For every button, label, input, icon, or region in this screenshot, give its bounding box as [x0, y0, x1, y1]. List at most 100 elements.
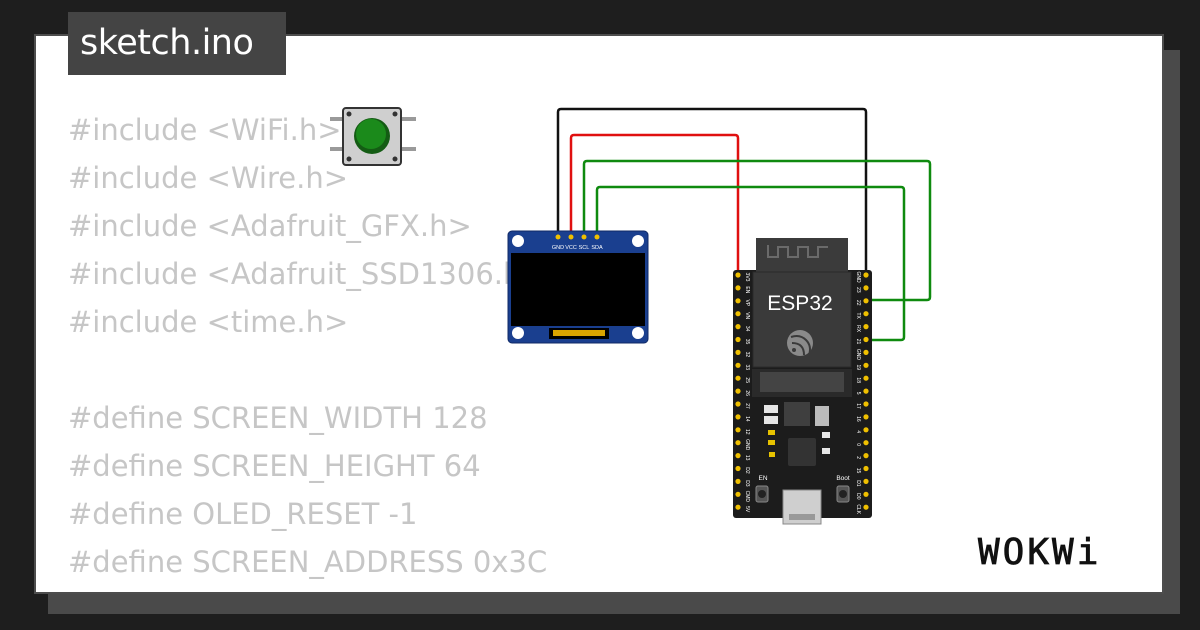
esp32-pin-right[interactable] — [863, 311, 869, 317]
code-line: #define SCREEN_ADDRESS 0x3C — [68, 545, 548, 579]
wokwi-logo-text: WOKWi — [978, 532, 1101, 573]
esp32-pin-left[interactable] — [735, 298, 741, 304]
esp32-pin-left[interactable] — [735, 427, 741, 433]
esp32-pin-label-right: CLK — [855, 504, 861, 514]
esp32-pin-label-left: 33 — [744, 365, 750, 371]
esp32-pin-right[interactable] — [863, 388, 869, 394]
code-line: #include <Wire.h> — [68, 161, 349, 195]
esp32-pin-label-right: 23 — [855, 287, 861, 293]
esp32-pin-right[interactable] — [863, 504, 869, 510]
esp32-pin-left[interactable] — [735, 272, 741, 278]
esp32-pin-right[interactable] — [863, 465, 869, 472]
esp32-pin-right[interactable] — [863, 298, 869, 304]
esp32-pin-left[interactable] — [735, 478, 741, 484]
esp32-pin-left[interactable] — [735, 401, 741, 407]
esp32-pin-label-left: 27 — [744, 403, 750, 409]
oled-screen — [511, 253, 645, 326]
esp32-pin-label-left: 3V3 — [744, 273, 750, 282]
code-line: #include <Adafruit_SSD1306.h> — [68, 257, 546, 291]
esp32-pin-label-left: 25 — [744, 377, 750, 383]
esp32-pin-left[interactable] — [735, 375, 741, 381]
oled-pin-gnd: GND — [552, 245, 564, 251]
esp32-pin-label-left: 14 — [744, 416, 750, 422]
espressif-logo-icon — [787, 330, 813, 356]
esp32-pin-label-right: 5 — [855, 392, 861, 395]
esp32-pin-right[interactable] — [863, 324, 869, 330]
esp32-pin-left[interactable] — [735, 336, 741, 343]
esp32-pin-label-right: GND — [855, 349, 861, 361]
esp32-pin-label-right: 4 — [855, 430, 861, 433]
esp32-pin-right[interactable] — [863, 491, 869, 497]
esp32-pin-left[interactable] — [735, 465, 741, 472]
file-tab[interactable]: sketch.ino — [68, 12, 286, 75]
esp32-board[interactable]: ESP32 EN Boot — [733, 238, 872, 525]
esp32-left-header: 3V3ENVPVN343532332526271412GND13D2D3CMD5… — [735, 272, 750, 513]
esp32-pin-right[interactable] — [863, 375, 869, 381]
oled-display[interactable]: GND VCC SCL SDA — [507, 230, 649, 344]
esp32-pin-left[interactable] — [735, 440, 741, 446]
esp32-pin-label-left: VP — [744, 299, 750, 306]
esp32-pin-left[interactable] — [735, 504, 741, 510]
esp32-pin-label-right: 16 — [855, 416, 861, 422]
code-listing: #include <WiFi.h> #include <Wire.h> #inc… — [68, 106, 547, 586]
esp32-pin-left[interactable] — [735, 388, 741, 394]
wire-scl — [582, 159, 932, 302]
esp32-pin-left[interactable] — [735, 349, 741, 355]
esp32-pin-label-left: VN — [744, 312, 750, 319]
esp32-pin-label-left: D2 — [744, 467, 750, 474]
esp32-pin-right[interactable] — [863, 285, 869, 291]
esp32-pin-right[interactable] — [863, 401, 869, 407]
esp32-pin-label-right: RX — [855, 325, 861, 333]
en-button-label: EN — [758, 475, 767, 482]
oled-pin-sda: SDA — [591, 245, 603, 251]
esp32-pin-right[interactable] — [863, 272, 869, 278]
esp32-pin-left[interactable] — [735, 491, 741, 497]
pushbutton[interactable] — [330, 107, 416, 166]
code-line: #define SCREEN_WIDTH 128 — [68, 401, 488, 435]
esp32-pin-label-left: 5V — [744, 506, 750, 513]
esp32-pin-right[interactable] — [863, 440, 869, 446]
esp32-pin-right[interactable] — [863, 336, 869, 343]
wire-gnd — [556, 107, 868, 272]
esp32-label: ESP32 — [767, 292, 832, 315]
esp32-pin-label-right: TX — [855, 313, 861, 320]
esp32-pin-label-left: D3 — [744, 480, 750, 487]
wire-vcc — [569, 133, 740, 272]
esp32-pin-left[interactable] — [735, 324, 741, 330]
esp32-pin-label-right: 22 — [855, 300, 861, 306]
esp32-pin-left[interactable] — [735, 453, 741, 459]
esp32-pin-left[interactable] — [735, 311, 741, 317]
code-line: #define OLED_RESET -1 — [68, 497, 418, 531]
esp32-pin-label-left: EN — [744, 286, 750, 293]
esp32-pin-label-right: 19 — [855, 365, 861, 371]
wire-sda — [595, 185, 906, 342]
esp32-pin-right[interactable] — [863, 427, 869, 433]
code-line: #include <WiFi.h> — [68, 113, 342, 147]
esp32-pin-right[interactable] — [863, 362, 869, 368]
esp32-pin-left[interactable] — [735, 414, 741, 420]
boot-button-label: Boot — [836, 475, 850, 482]
esp32-pin-label-left: 32 — [744, 352, 750, 358]
esp32-pin-left[interactable] — [735, 362, 741, 368]
esp32-pin-left[interactable] — [735, 285, 741, 291]
esp32-pin-label-right: 17 — [855, 403, 861, 409]
code-line: #define SCREEN_HEIGHT 64 — [68, 449, 481, 483]
code-line: #include <time.h> — [68, 305, 349, 339]
esp32-pin-label-right: 2 — [855, 456, 861, 459]
esp32-pin-right[interactable] — [863, 349, 869, 355]
esp32-pin-label-left: 34 — [744, 326, 750, 332]
esp32-pin-label-left: 13 — [744, 455, 750, 461]
esp32-pin-label-left: 35 — [744, 339, 750, 345]
esp32-pin-label-right: GND — [855, 271, 861, 283]
esp32-pin-right[interactable] — [863, 453, 869, 459]
esp32-pin-right[interactable] — [863, 414, 869, 420]
esp32-pin-right[interactable] — [863, 478, 869, 484]
wokwi-logo: WOKWi — [978, 532, 1101, 574]
esp32-pin-label-left: 26 — [744, 390, 750, 396]
oled-pin-vcc: VCC — [565, 245, 577, 251]
code-line: #include <Adafruit_GFX.h> — [68, 209, 472, 243]
esp32-pin-label-right: 18 — [855, 377, 861, 383]
